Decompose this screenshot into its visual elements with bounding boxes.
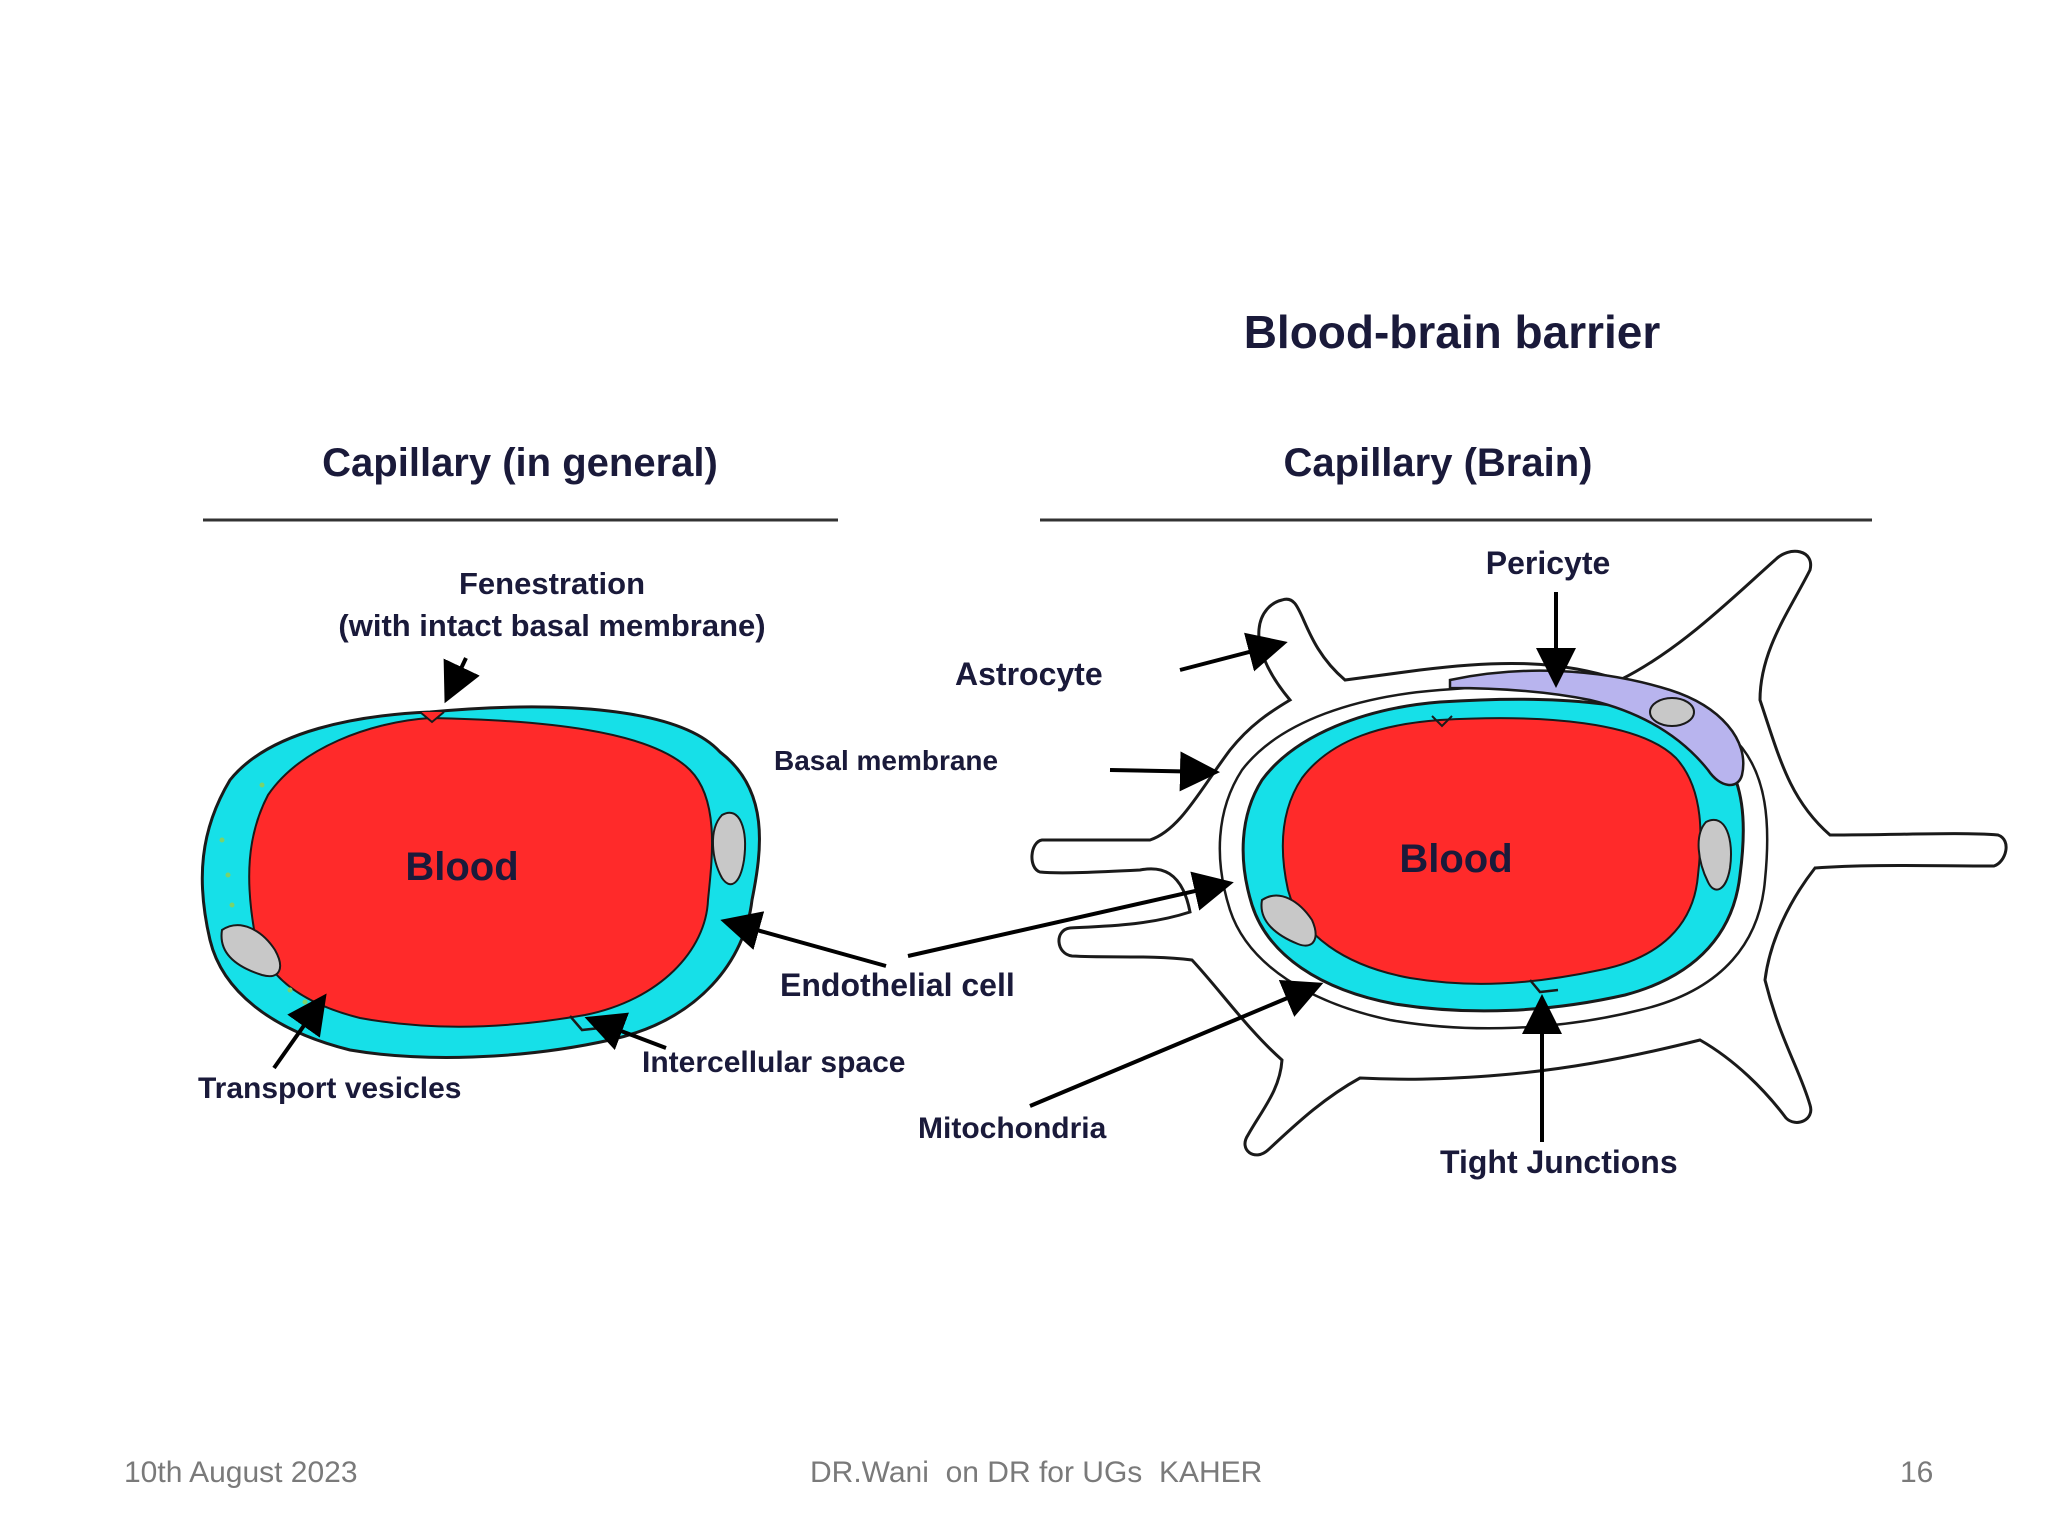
footer-date: 10th August 2023: [124, 1456, 358, 1489]
blood-right: [1281, 717, 1702, 985]
arrow-basal-membrane: [1109, 751, 1220, 792]
label-blood-left: Blood: [405, 845, 518, 889]
arrow-transport-vesicles: [272, 993, 327, 1070]
blood-left: [248, 716, 714, 1028]
label-pericyte: Pericyte: [1486, 545, 1611, 581]
footer-center: DR.Wani on DR for UGs KAHER: [810, 1456, 1263, 1489]
label-intercellular-space: Intercellular space: [642, 1046, 905, 1079]
label-astrocyte: Astrocyte: [955, 656, 1103, 692]
label-blood-right: Blood: [1399, 837, 1512, 881]
right-heading: Capillary (Brain): [1284, 441, 1593, 485]
nucleus-right-1: [1697, 819, 1732, 891]
footer-page-number: 16: [1900, 1456, 1934, 1489]
tight-junction-bottom: [1529, 979, 1559, 994]
label-mitochondria: Mitochondria: [918, 1112, 1107, 1145]
arrow-intercellular-space: [584, 1012, 667, 1051]
pericyte-nucleus: [1649, 697, 1695, 727]
nucleus-left-2: [220, 924, 282, 978]
label-transport-vesicles: Transport vesicles: [198, 1072, 461, 1105]
label-fenestration-line2: (with intact basal membrane): [338, 608, 765, 643]
brain-capillary: [1030, 549, 2008, 1157]
arrow-mitochondria: [1029, 979, 1324, 1108]
label-arrows: [272, 592, 1576, 1142]
nucleus-left-1: [711, 811, 746, 886]
tight-junction-top: [1431, 715, 1453, 728]
label-fenestration-line1: Fenestration: [459, 566, 645, 601]
label-basal-membrane: Basal membrane: [774, 745, 998, 776]
label-endothelial-cell: Endothelial cell: [780, 967, 1015, 1003]
nucleus-right-2: [1260, 894, 1317, 947]
diagram-title: Blood-brain barrier: [1244, 306, 1661, 358]
general-capillary: [200, 705, 761, 1059]
fenestration-gap: [419, 711, 445, 724]
arrow-endothelial-left: [720, 911, 887, 968]
arrow-astrocyte: [1179, 632, 1288, 672]
arrow-endothelial-right: [907, 871, 1234, 958]
label-tight-junctions: Tight Junctions: [1440, 1144, 1678, 1180]
arrow-fenestration: [443, 657, 480, 704]
left-heading: Capillary (in general): [322, 441, 718, 485]
